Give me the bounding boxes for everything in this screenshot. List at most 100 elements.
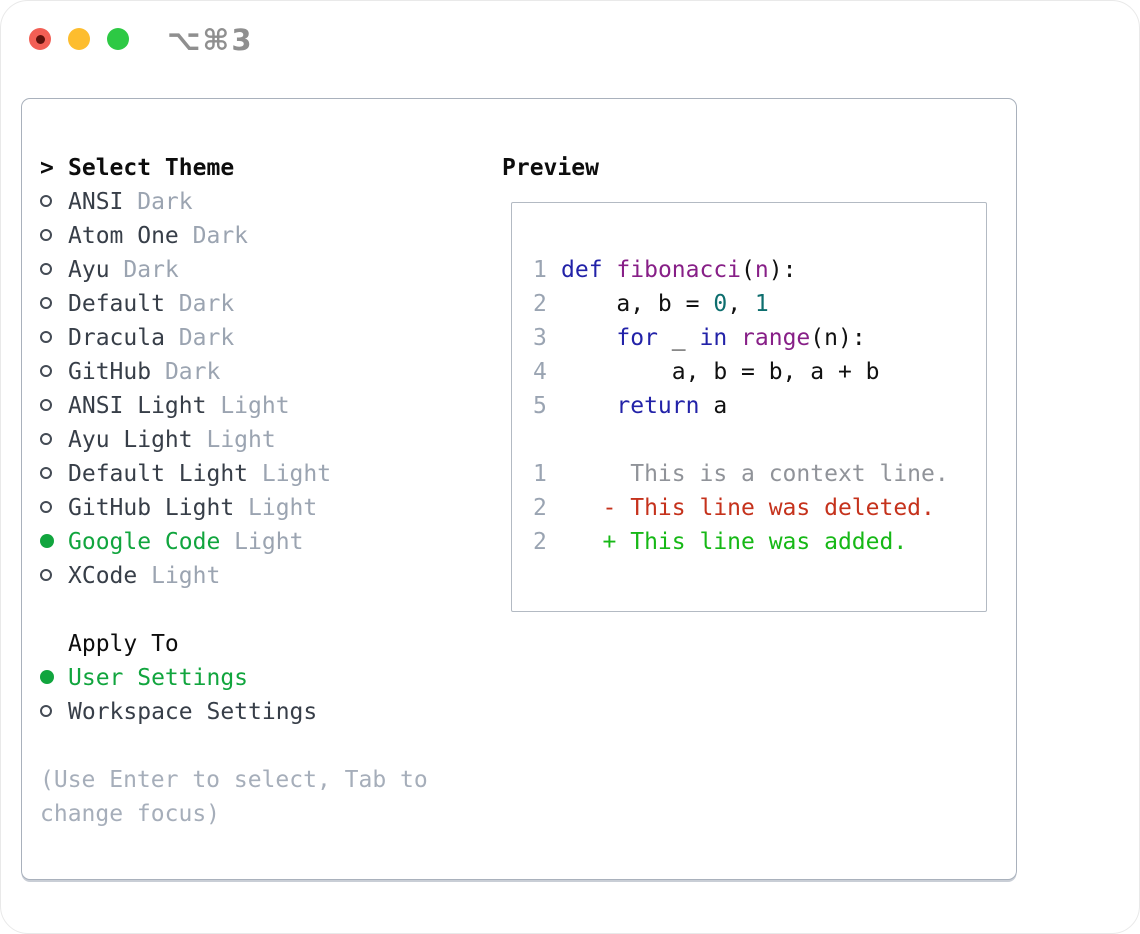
radio-unselected-icon: [40, 287, 68, 321]
list-item-label: Default Light: [68, 461, 249, 487]
zoom-button-icon[interactable]: [107, 28, 129, 50]
list-item-variant: Light: [234, 495, 318, 521]
code-token-pln: [561, 325, 616, 351]
code-token-lit: 1: [754, 291, 769, 317]
list-item[interactable]: GitHub Dark: [40, 355, 492, 389]
code-token-pln: a, b = b, a + b: [561, 359, 880, 385]
preview-heading: Preview: [502, 155, 599, 181]
code-token-kwd: def: [561, 257, 603, 283]
list-item-label: Workspace Settings: [68, 699, 318, 725]
radio-selected-icon: [40, 661, 68, 695]
radio-unselected-icon: [40, 457, 68, 491]
code-token-pln: [603, 257, 617, 283]
code-token-kwd: return: [616, 393, 700, 419]
list-item[interactable]: Ayu Dark: [40, 253, 492, 287]
list-item-variant: Light: [220, 529, 304, 555]
list-item[interactable]: GitHub Light Light: [40, 491, 492, 525]
code-token-pln: a: [699, 393, 728, 419]
code-line: 1 This is a context line.: [533, 457, 986, 491]
list-item-variant: Dark: [151, 359, 221, 385]
help-text: (Use Enter to select, Tab to change focu…: [40, 767, 428, 827]
radio-unselected-icon: [40, 491, 68, 525]
list-item[interactable]: Workspace Settings: [40, 695, 492, 729]
list-item-variant: Dark: [109, 257, 179, 283]
cursor-arrow-icon: >: [40, 155, 54, 181]
list-item-variant: Dark: [164, 325, 235, 351]
list-gap: [40, 593, 492, 627]
code-token-kwd: in: [699, 325, 728, 351]
list-item-label: Dracula: [68, 325, 165, 351]
code-token-fun: fibonacci: [616, 257, 742, 283]
line-number: 2: [533, 495, 547, 521]
code-line: 4 a, b = b, a + b: [533, 355, 986, 389]
list-item-variant: Light: [248, 461, 332, 487]
line-number: 2: [533, 529, 547, 555]
code-line: 5 return a: [533, 389, 986, 423]
code-line: 3 for _ in range(n):: [533, 321, 986, 355]
list-item[interactable]: Google Code Light: [40, 525, 492, 559]
code-token-pln: (n):: [810, 325, 866, 351]
line-number: 1: [533, 257, 547, 283]
code-token-fun: range: [741, 325, 811, 351]
list-item[interactable]: Default Light Light: [40, 457, 492, 491]
code-token-pln: (: [741, 257, 755, 283]
code-token-ctx: This is a context line.: [561, 461, 949, 487]
radio-unselected-icon: [40, 185, 68, 219]
code-token-kwd: for: [616, 325, 658, 351]
preview-code-diff: 1 This is a context line. 2 - This line w…: [533, 457, 986, 559]
code-line: 2 + This line was added.: [533, 525, 986, 559]
code-token-pln: a, b =: [561, 291, 714, 317]
line-number: 1: [533, 461, 547, 487]
code-token-pln: _: [657, 325, 700, 351]
radio-unselected-icon: [40, 559, 68, 593]
list-item-label: ANSI Light: [68, 393, 207, 419]
list-item[interactable]: Atom One Dark: [40, 219, 492, 253]
minimize-button-icon[interactable]: [68, 28, 90, 50]
list-item[interactable]: Ayu Light Light: [40, 423, 492, 457]
list-item[interactable]: Dracula Dark: [40, 321, 492, 355]
list-item[interactable]: XCode Light: [40, 559, 492, 593]
line-number: 4: [533, 359, 547, 385]
code-line: 2 a, b = 0, 1: [533, 287, 986, 321]
code-token-pln: [727, 325, 741, 351]
help-gap: [40, 729, 492, 763]
code-token-fun: n: [754, 257, 769, 283]
list-item[interactable]: Default Dark: [40, 287, 492, 321]
list-item-label: Ayu Light: [68, 427, 193, 453]
list-item-label: Google Code: [68, 529, 221, 555]
list-item[interactable]: User Settings: [40, 661, 492, 695]
code-token-del: - This line was deleted.: [561, 495, 935, 521]
line-number: 2: [533, 291, 547, 317]
list-item-variant: Dark: [164, 291, 235, 317]
list-item-label: Atom One: [68, 223, 179, 249]
code-token-pln: [561, 393, 616, 419]
radio-unselected-icon: [40, 355, 68, 389]
list-item-variant: Light: [192, 427, 276, 453]
list-item[interactable]: ANSI Dark: [40, 185, 492, 219]
radio-unselected-icon: [40, 423, 68, 457]
list-item-label: User Settings: [68, 665, 249, 691]
code-line: 1 def fibonacci(n):: [533, 253, 986, 287]
line-number: 5: [533, 393, 547, 419]
titlebar: ⌥⌘3: [1, 1, 1139, 77]
line-number: 3: [533, 325, 547, 351]
close-button-icon[interactable]: [29, 28, 51, 50]
code-token-pln: ):: [768, 257, 797, 283]
list-item-label: GitHub: [68, 359, 152, 385]
radio-unselected-icon: [40, 219, 68, 253]
list-item[interactable]: ANSI Light Light: [40, 389, 492, 423]
list-item-label: XCode: [68, 563, 138, 589]
list-item-label: ANSI: [68, 189, 124, 215]
code-token-add: + This line was added.: [561, 529, 908, 555]
apply-to-heading: Apply To: [40, 627, 492, 661]
select-theme-heading: >Select Theme: [40, 151, 492, 185]
radio-selected-icon: [40, 525, 68, 559]
list-item-variant: Light: [137, 563, 221, 589]
